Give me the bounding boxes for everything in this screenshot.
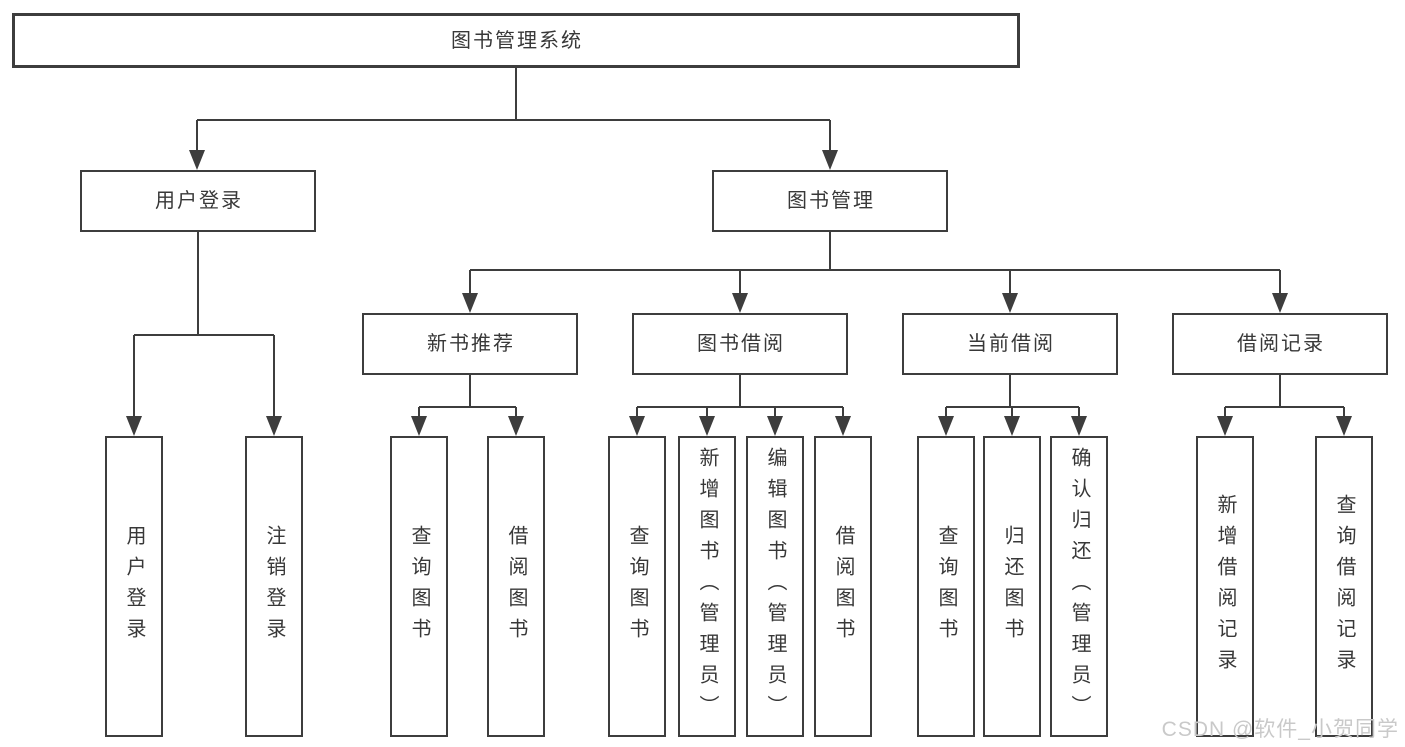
branch-user-login [133, 232, 275, 418]
leaf-borrow-books: 借阅图书 [814, 436, 872, 737]
leaf-borrow-books-recommend: 借阅图书 [487, 436, 545, 737]
leaf-query-borrow-record: 查询借阅记录 [1315, 436, 1373, 737]
leaf-logout: 注销登录 [245, 436, 303, 737]
branch-book-management [469, 232, 1281, 295]
branch-borrow-records-arrowheads [1217, 416, 1352, 436]
node-borrow-records: 借阅记录 [1172, 313, 1388, 375]
branch-book-borrow-arrowheads [629, 416, 851, 436]
branch-new-book-recommend-arrowheads [411, 416, 524, 436]
node-user-login: 用户登录 [80, 170, 316, 232]
branch-current-borrow-arrowheads [938, 416, 1087, 436]
leaf-query-books-borrow: 查询图书 [608, 436, 666, 737]
node-new-book-recommend: 新书推荐 [362, 313, 578, 375]
branch-book-borrow [636, 375, 844, 418]
leaf-add-book-admin: 新增图书（管理员） [678, 436, 736, 737]
leaf-query-books-recommend: 查询图书 [390, 436, 448, 737]
node-book-borrow: 图书借阅 [632, 313, 848, 375]
branch-borrow-records [1224, 375, 1345, 418]
leaf-add-borrow-record: 新增借阅记录 [1196, 436, 1254, 737]
node-book-management: 图书管理 [712, 170, 948, 232]
leaf-return-books: 归还图书 [983, 436, 1041, 737]
branch-root-arrowheads [189, 150, 838, 170]
node-library-management-system: 图书管理系统 [12, 13, 1020, 68]
branch-root [196, 68, 831, 152]
leaf-confirm-return-admin: 确认归还（管理员） [1050, 436, 1108, 737]
csdn-watermark: CSDN @软件_小贺同学 [1161, 718, 1399, 741]
leaf-query-books-current: 查询图书 [917, 436, 975, 737]
branch-user-login-arrowheads [126, 416, 282, 436]
node-current-borrow: 当前借阅 [902, 313, 1118, 375]
leaf-edit-book-admin: 编辑图书（管理员） [746, 436, 804, 737]
leaf-user-login: 用户登录 [105, 436, 163, 737]
branch-book-management-arrowheads [462, 293, 1288, 313]
branch-new-book-recommend [418, 375, 517, 418]
branch-current-borrow [945, 375, 1080, 418]
